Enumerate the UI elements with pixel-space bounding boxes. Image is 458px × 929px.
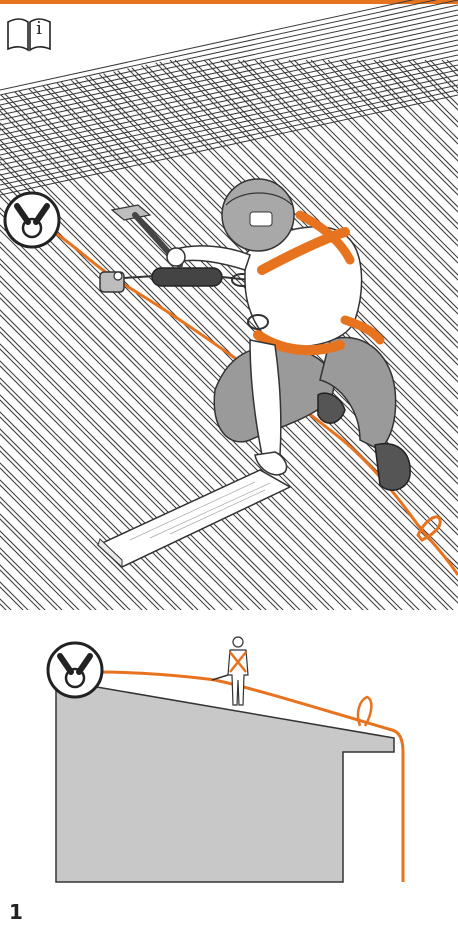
anchor-ring-icon [5,193,59,247]
instruction-manual-icon: i [6,16,52,52]
anchor-ring-icon-bottom [48,643,102,697]
step-number: 1 [9,900,23,924]
wooden-board [98,470,290,567]
worker-figure-small [212,637,248,705]
building-section-illustration [0,610,458,900]
roof-work-illustration [0,0,458,610]
building-block [56,680,394,882]
manual-info-letter: i [29,18,49,39]
rope-knot [418,517,440,540]
roof-planks [0,60,458,610]
rope-grab-device [100,272,124,292]
